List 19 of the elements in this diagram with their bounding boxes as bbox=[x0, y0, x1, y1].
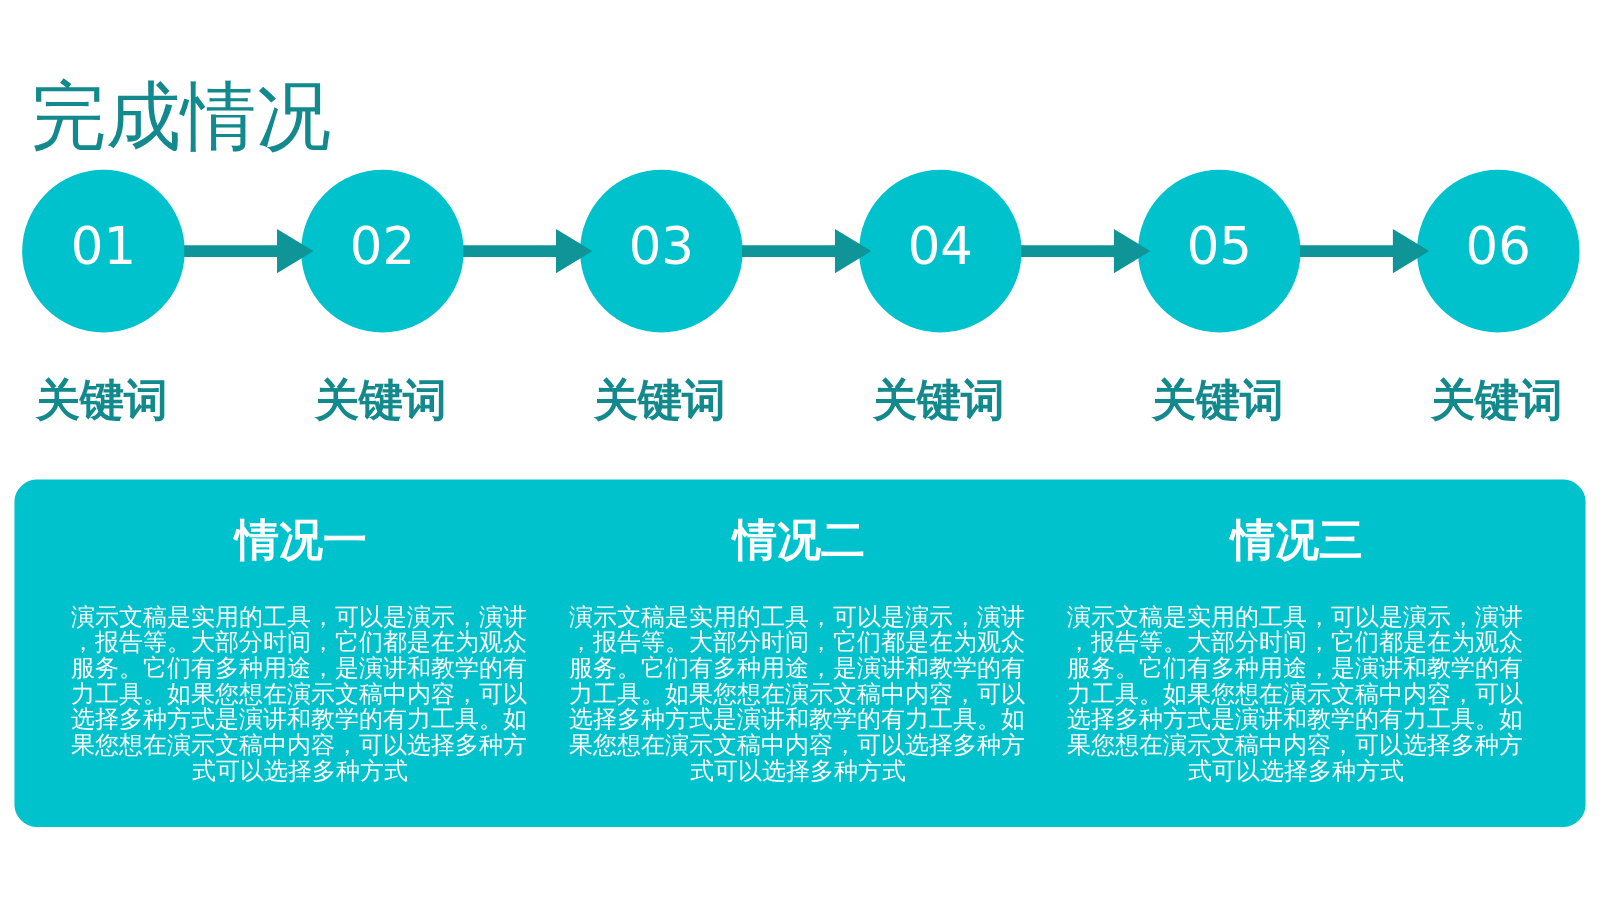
arrow bbox=[463, 228, 593, 273]
node-box: 情况一 情况二 情况三 演示文稿是实用的工具，可以是演示，演讲，报告等。大部分时间，它们都是在为观众服务。它们有多种用途，是演讲和教学的有力工具。如果您想在演示文稿中内容，可以选择多种方式是演讲和教学的有力工具。如果您想在演示文稿中内容，可以选择多种方式可以选择多种方式 演示文稿是实用的工具，可以是演示，演讲，报告等。大部分时间，它们都是在为观众服务。它们有多种用途，是演讲和教学的有力工具。如果您想在演示文稿中内容，可以选择多种方式是演讲和教学的有力工具。如果您想在演示文稿中内容，可以选择多种方式可以选择多种方式 演示文稿是实用的工具，可以是演示，演讲，报告等。大部分时间，它们都是在为观众服务。它们有多种用途，是演讲和教学的有力工具。如果您想在演示文稿中内容，可以选择多种方式是演讲和教学的有力工具。如果您想在演示文稿中内容，可以选择多种方式可以选择多种方式 bbox=[14, 479, 1586, 827]
node-circle: 02 bbox=[301, 169, 464, 332]
arrow bbox=[1299, 228, 1430, 273]
node-circle: 05 bbox=[1138, 169, 1301, 332]
node-label: 关键词 bbox=[593, 373, 726, 425]
diagram-title: 完成情况 bbox=[31, 71, 332, 160]
arrow bbox=[184, 228, 314, 273]
node-circle: 01 bbox=[22, 169, 185, 332]
node-circle: 03 bbox=[580, 169, 743, 332]
node-circle: 06 bbox=[1416, 169, 1580, 332]
node-label: 关键词 bbox=[1430, 373, 1563, 425]
node-circle: 04 bbox=[859, 169, 1022, 332]
node-label: 关键词 bbox=[35, 373, 168, 425]
arrow bbox=[1021, 228, 1151, 273]
arrow bbox=[742, 228, 872, 273]
node-label: 关键词 bbox=[314, 373, 447, 425]
node-label: 关键词 bbox=[872, 373, 1005, 425]
node-label: 关键词 bbox=[1151, 373, 1284, 425]
